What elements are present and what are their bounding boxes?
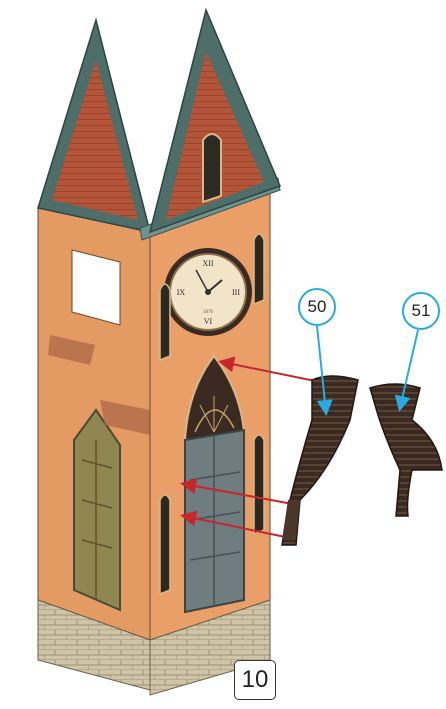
svg-text:VI: VI [204, 317, 213, 326]
part-51-callout: 51 [402, 292, 440, 330]
svg-text:III: III [232, 288, 240, 297]
step-number: 10 [242, 666, 269, 694]
part-51-label: 51 [412, 301, 431, 321]
part-51 [370, 384, 442, 516]
clock-tower: XII III VI IX 1876 [38, 10, 280, 695]
lower-left-window [160, 495, 170, 594]
lower-right-window [254, 435, 264, 534]
clock-numerals: XII [202, 259, 213, 268]
front-right-narrow-window [254, 234, 264, 304]
step-number-box: 10 [234, 660, 276, 700]
part-50 [282, 376, 358, 545]
part-50-label: 50 [308, 297, 327, 317]
front-left-narrow-window [160, 284, 170, 360]
part-50-callout: 50 [298, 288, 336, 326]
clock-face: XII III VI IX 1876 [164, 248, 252, 336]
clock-year: 1876 [203, 310, 214, 315]
left-wall-opening [72, 250, 120, 325]
spire-window [203, 134, 221, 202]
svg-text:IX: IX [177, 288, 186, 297]
left-wall-gothic-window [74, 410, 120, 610]
